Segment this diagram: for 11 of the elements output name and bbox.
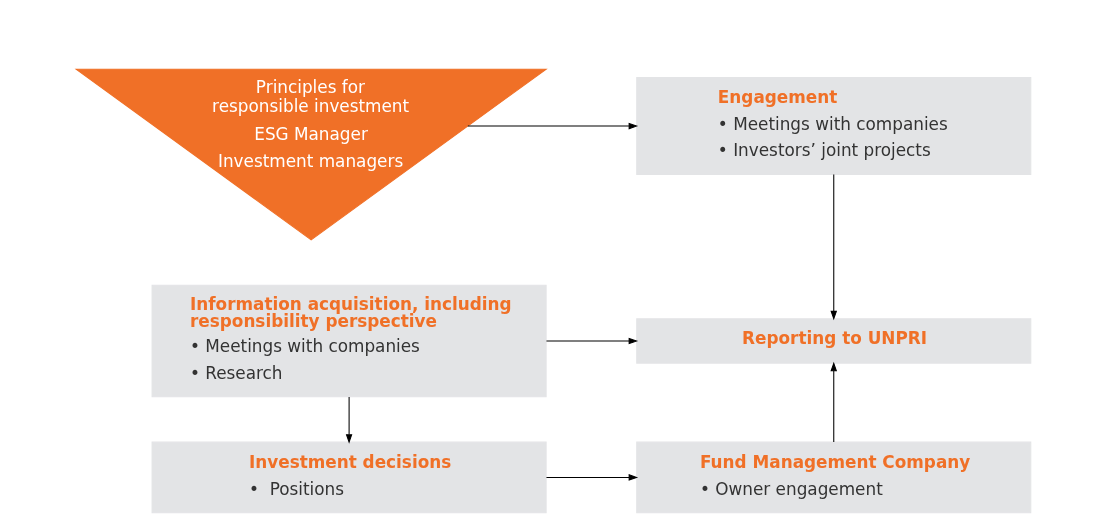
arrow bbox=[545, 337, 638, 345]
arrow bbox=[829, 361, 837, 443]
arrow bbox=[466, 122, 638, 130]
node-box: Fund Management Company • Owner engagement bbox=[635, 441, 1031, 514]
node-box: Investment decisions • Positions bbox=[151, 441, 547, 514]
node-box: Information acquisition, including responsibility perspective • Meetings with companies • Research bbox=[151, 284, 547, 398]
arrow bbox=[829, 174, 837, 321]
arrow bbox=[545, 474, 638, 481]
arrow bbox=[345, 396, 352, 444]
node-box: Engagement • Meetings with companies • Investors’ joint projects bbox=[635, 77, 1031, 176]
node-box: Reporting to UNPRI bbox=[635, 318, 1031, 364]
